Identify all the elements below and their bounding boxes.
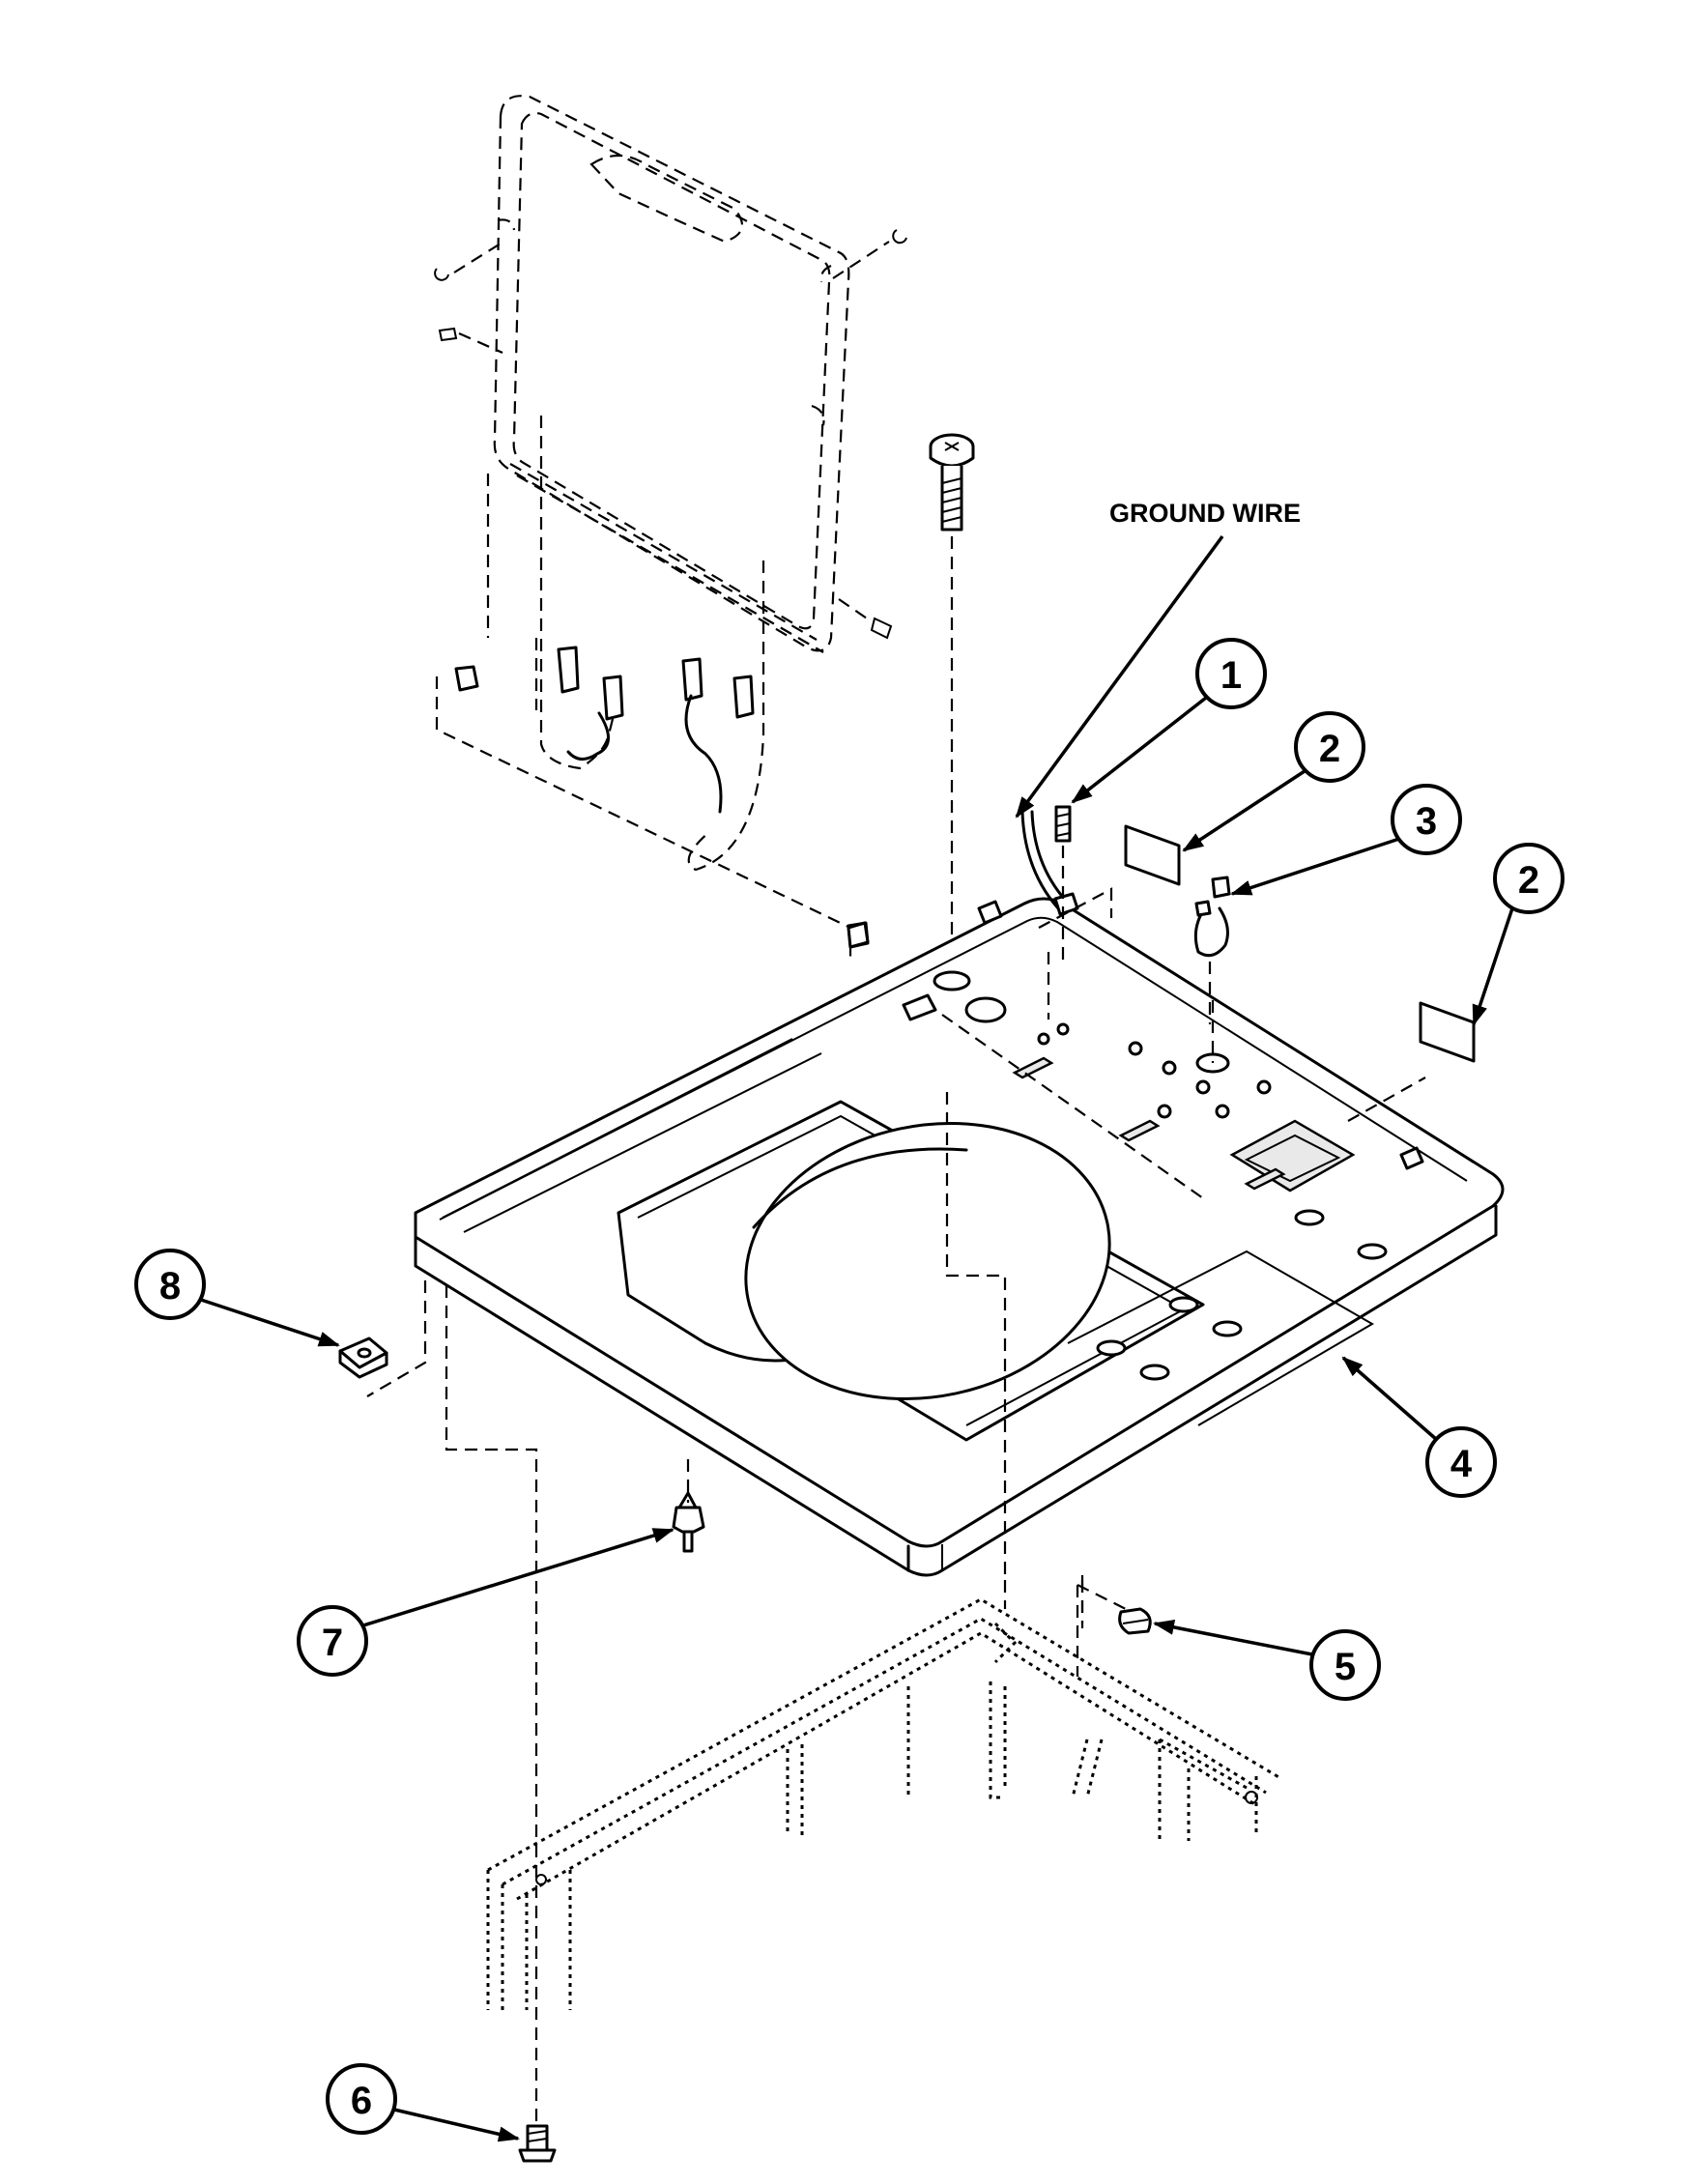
svg-text:2: 2 (1518, 859, 1539, 902)
svg-text:8: 8 (159, 1265, 181, 1308)
hinge-brackets (435, 416, 870, 959)
callout-1: 1 (1071, 638, 1267, 804)
ground-wire-assembly (1020, 805, 1113, 966)
callout-7: 7 (297, 1528, 675, 1677)
callout-6: 6 (326, 2063, 520, 2142)
callout-4: 4 (1341, 1356, 1497, 1498)
cabinet-frame (486, 1597, 1281, 2010)
nut-clip-part (338, 1336, 388, 1379)
callout-2-right: 2 (1472, 843, 1565, 1026)
svg-text:2: 2 (1319, 728, 1340, 770)
lid-assembly (434, 95, 907, 653)
bolt (929, 433, 975, 966)
clip-part (1118, 1607, 1152, 1635)
callout-5: 5 (1153, 1620, 1381, 1701)
svg-text:7: 7 (322, 1622, 343, 1664)
svg-text:5: 5 (1335, 1646, 1356, 1688)
label-parts (1124, 824, 1476, 1063)
plug-part (672, 1491, 705, 1553)
callout-8: 8 (134, 1249, 340, 1347)
svg-text:3: 3 (1416, 800, 1437, 843)
callout-2-top: 2 (1182, 711, 1365, 852)
ground-wire-leader (1015, 534, 1224, 819)
wire-harness-part (1193, 876, 1231, 1024)
svg-text:1: 1 (1220, 654, 1242, 697)
callout-3: 3 (1230, 784, 1462, 896)
svg-text:4: 4 (1450, 1443, 1473, 1485)
svg-text:6: 6 (351, 2080, 372, 2122)
screw-part-bottom (518, 2124, 557, 2163)
assembly-lines (366, 1092, 1127, 2141)
ground-wire-label: GROUND WIRE (1109, 499, 1301, 528)
top-panel (414, 897, 1505, 1577)
